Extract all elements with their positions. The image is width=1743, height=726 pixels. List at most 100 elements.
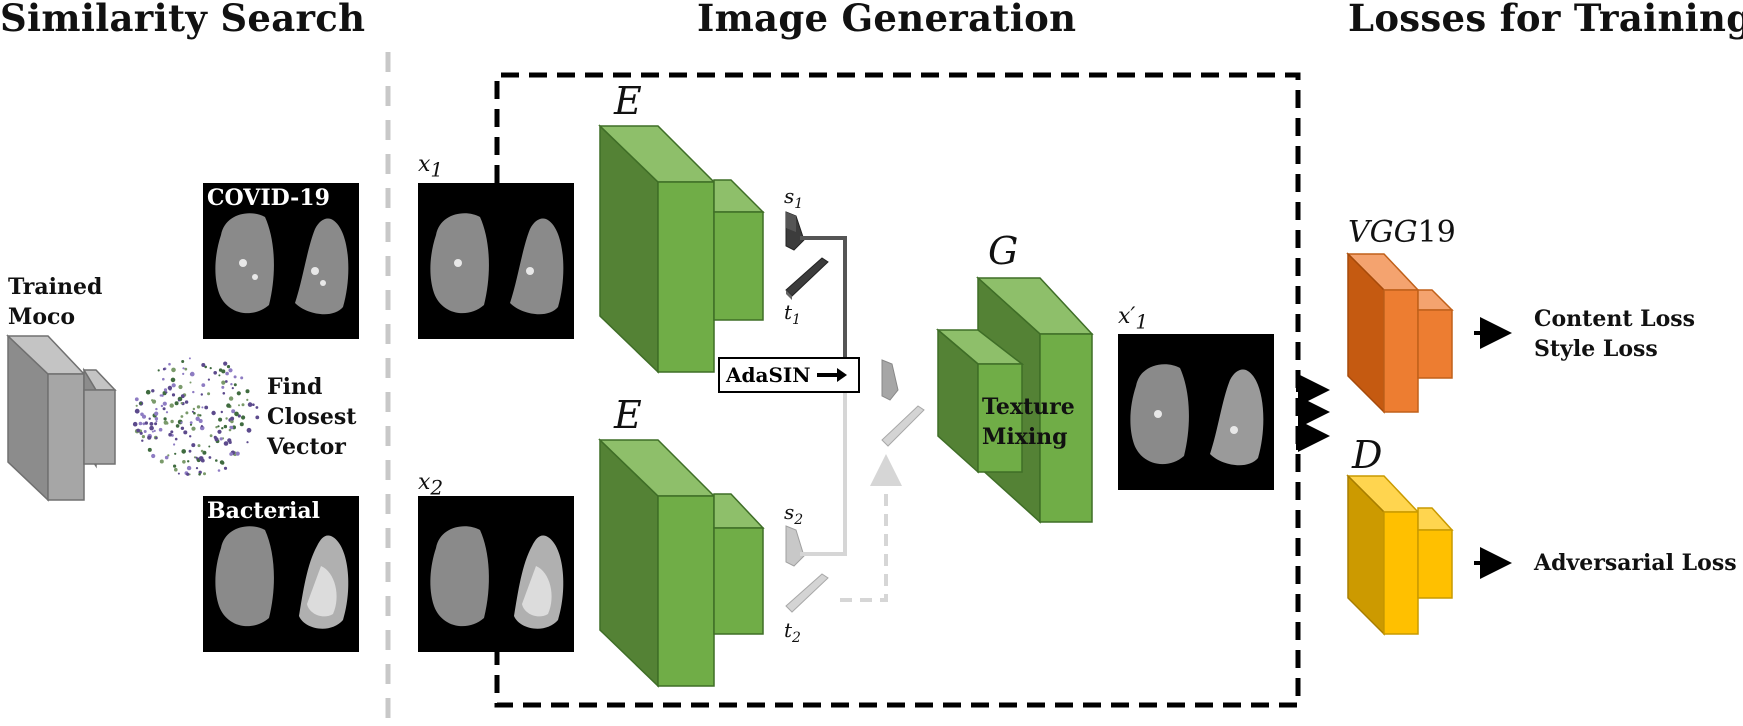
- scatter-point: [252, 403, 255, 407]
- scatter-point: [188, 357, 191, 360]
- scatter-point: [239, 422, 244, 427]
- scatter-point: [134, 397, 139, 402]
- ct-image-x1-prime: [1118, 334, 1274, 490]
- scatter-point: [170, 430, 174, 434]
- scatter-point: [169, 403, 174, 408]
- texture-mixing-label: Texture Mixing: [982, 394, 1075, 450]
- encoder-top-block: [598, 124, 765, 374]
- scatter-point: [204, 405, 209, 410]
- scatter-point: [168, 432, 172, 437]
- scatter-point: [132, 421, 138, 427]
- scatter-point: [182, 460, 186, 464]
- scatter-point: [199, 425, 205, 431]
- scatter-point: [165, 422, 169, 425]
- scatter-point: [155, 420, 158, 423]
- scatter-point: [173, 443, 176, 446]
- scatter-point: [233, 383, 237, 387]
- scatter-point: [241, 403, 245, 407]
- scatter-point: [136, 428, 141, 433]
- scatter-point: [214, 437, 219, 442]
- scatter-point: [186, 465, 192, 471]
- section-title-generation: Image Generation: [697, 0, 1077, 40]
- scatter-point: [215, 426, 218, 429]
- scatter-point: [198, 473, 201, 476]
- scatter-point: [191, 410, 194, 413]
- scatter-point: [219, 460, 224, 465]
- scatter-point: [223, 424, 228, 429]
- scatter-point: [162, 401, 167, 406]
- scatter-point: [180, 421, 183, 424]
- scatter-point: [182, 372, 185, 375]
- scatter-point: [183, 430, 188, 435]
- scatter-point: [229, 425, 233, 429]
- x2-label: x2: [418, 470, 444, 500]
- t2-connector: [840, 454, 902, 602]
- scatter-point: [231, 387, 234, 390]
- scatter-point: [147, 447, 152, 452]
- scatter-point: [139, 402, 143, 405]
- mixed-s-token: [881, 359, 899, 401]
- vgg-label: VGG19: [1348, 215, 1456, 250]
- scatter-point: [171, 393, 176, 397]
- scatter-point: [149, 422, 154, 426]
- scatter-point: [209, 434, 213, 438]
- find-closest-label: Find Closest Vector: [267, 374, 357, 460]
- scatter-point: [207, 392, 211, 396]
- scatter-point: [201, 406, 204, 409]
- scatter-point: [187, 460, 190, 463]
- scatter-point: [241, 415, 246, 420]
- style-loss-label: Style Loss: [1534, 336, 1658, 362]
- encoder-bottom-block: [598, 438, 765, 688]
- scatter-point: [198, 419, 203, 423]
- scatter-point: [221, 369, 226, 374]
- ct-image-x2: [418, 496, 574, 652]
- scatter-point: [158, 427, 163, 432]
- scatter-point: [170, 377, 176, 383]
- scatter-point: [234, 411, 239, 417]
- scatter-point: [189, 381, 192, 384]
- vgg-block: [1346, 252, 1454, 414]
- scatter-point: [197, 444, 201, 448]
- scatter-point: [154, 411, 159, 416]
- scatter-point: [225, 417, 228, 420]
- scatter-point: [180, 402, 183, 405]
- scatter-point: [209, 367, 212, 370]
- t2-token: [785, 573, 829, 613]
- scatter-point: [142, 422, 146, 426]
- scatter-point: [147, 435, 152, 440]
- scatter-point: [223, 361, 228, 366]
- scatter-point: [237, 414, 241, 418]
- arrow-to-discriminator: [1296, 420, 1330, 452]
- scatter-point: [228, 428, 232, 432]
- scatter-point: [178, 384, 183, 390]
- s2-connector: [800, 393, 847, 556]
- scatter-point: [148, 417, 151, 420]
- scatter-point: [191, 443, 196, 448]
- scatter-point: [155, 407, 158, 411]
- scatter-point: [211, 410, 216, 416]
- scatter-point: [174, 467, 178, 472]
- scatter-point: [223, 466, 228, 470]
- scatter-point: [173, 464, 177, 468]
- adasin-label: AdaSIN: [726, 363, 811, 387]
- scatter-point: [167, 385, 173, 391]
- s1-connector: [800, 236, 847, 357]
- scatter-point: [191, 426, 196, 431]
- encoder-top-label: E: [614, 79, 642, 123]
- scatter-point: [144, 421, 148, 425]
- scatter-point: [157, 369, 160, 372]
- scatter-point: [174, 452, 177, 455]
- scatter-point: [165, 391, 168, 394]
- s1-token: [785, 211, 805, 251]
- scatter-point: [184, 400, 189, 404]
- covid-tag: COVID-19: [207, 185, 330, 211]
- ct-image-x1: [418, 183, 574, 339]
- scatter-point: [159, 394, 162, 397]
- mixed-t-token: [881, 405, 925, 447]
- scatter-point: [240, 376, 244, 380]
- scatter-point: [197, 413, 200, 417]
- scatter-point: [149, 425, 154, 431]
- scatter-point: [226, 403, 231, 408]
- section-title-similarity: Similarity Search: [0, 0, 366, 40]
